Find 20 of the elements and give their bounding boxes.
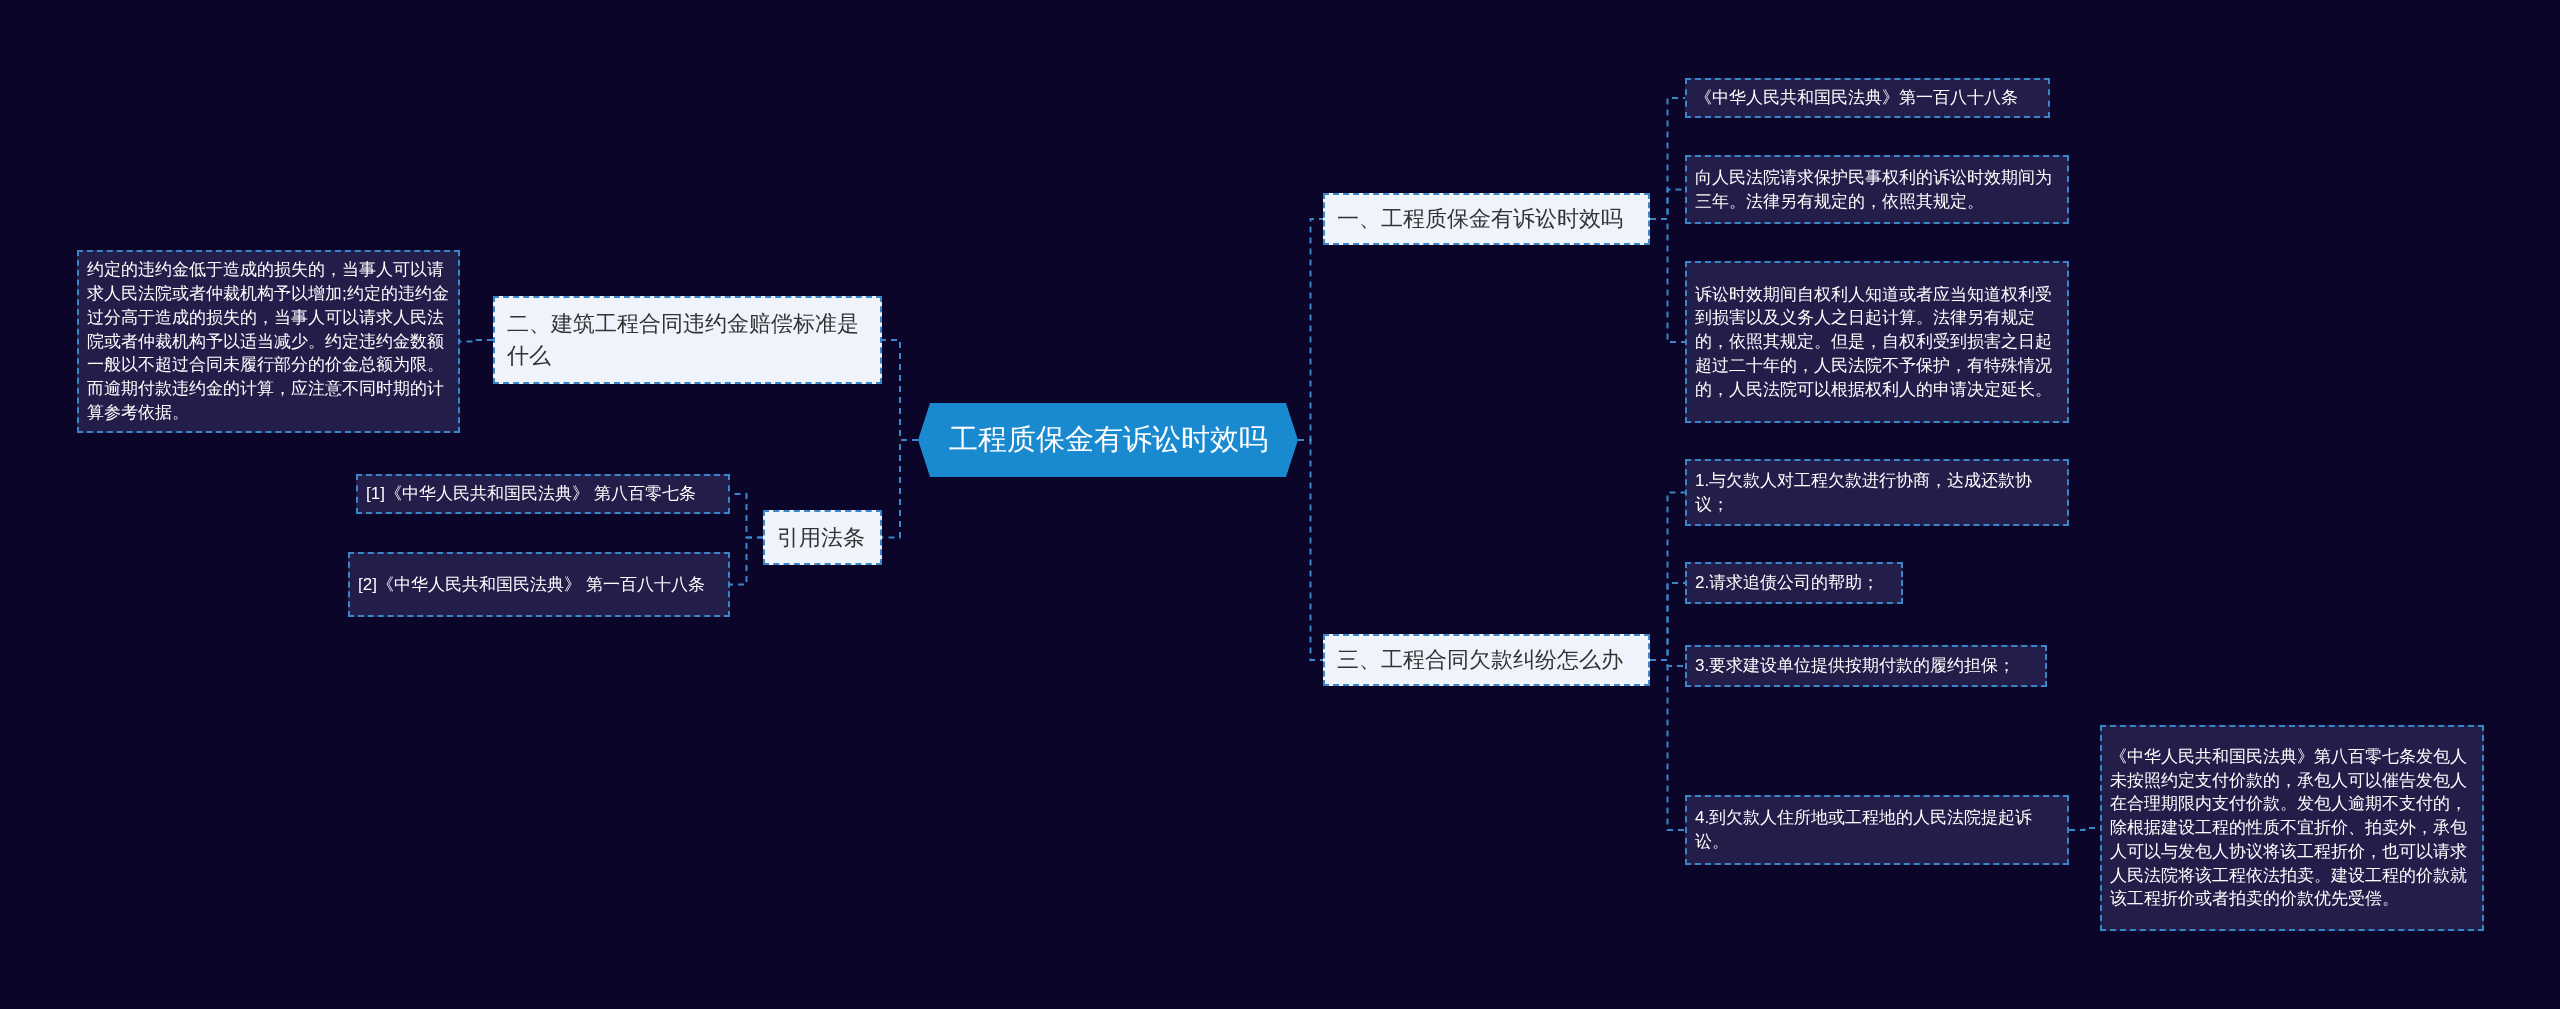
leaf-box: 2.请求追债公司的帮助；	[1685, 562, 1903, 604]
leaf-box: 约定的违约金低于造成的损失的，当事人可以请求人民法院或者仲裁机构予以增加;约定的违约金过分高于造成的损失的，当事人可以请求人民法院或者仲裁机构予以适当减少。约定违约金数额一般以不超过合同未履行部分的价金总额为限。而逾期付款违约金的计算，应注意不同时期的计算参考依据。	[77, 250, 460, 433]
leaf-box: 3.要求建设单位提供按期付款的履约担保；	[1685, 645, 2047, 687]
leaf-box: 《中华人民共和国民法典》第八百零七条发包人未按照约定支付价款的，承包人可以催告发包人在合理期限内支付价款。发包人逾期不支付的，除根据建设工程的性质不宜折价、拍卖外，承包人可以与发包人协议将该工程折价，也可以请求人民法院将该工程依法拍卖。建设工程的价款就该工程折价或者拍卖的价款优先受偿。	[2100, 725, 2484, 931]
branch-box: 三、工程合同欠款纠纷怎么办	[1323, 634, 1650, 686]
leaf-box: 诉讼时效期间自权利人知道或者应当知道权利受到损害以及义务人之日起计算。法律另有规定的，依照其规定。但是，自权利受到损害之日起超过二十年的，人民法院不予保护，有特殊情况的，人民法院可以根据权利人的申请决定延长。	[1685, 261, 2069, 423]
connector-line	[729, 536, 764, 586]
leaf-box: 4.到欠款人住所地或工程地的人民法院提起诉讼。	[1685, 795, 2069, 865]
branch-box: 引用法条	[763, 510, 882, 565]
leaf-box: [1]《中华人民共和国民法典》 第八百零七条	[356, 474, 730, 514]
branch-box: 一、工程质保金有诉讼时效吗	[1323, 193, 1650, 245]
branch-box: 二、建筑工程合同违约金赔偿标准是什么	[493, 296, 882, 384]
leaf-box: 向人民法院请求保护民事权利的诉讼时效期间为三年。法律另有规定的，依照其规定。	[1685, 155, 2069, 224]
topic-hexagon: 工程质保金有诉讼时效吗	[918, 403, 1298, 477]
leaf-box: 《中华人民共和国民法典》第一百八十八条	[1685, 78, 2050, 118]
leaf-box: [2]《中华人民共和国民法典》 第一百八十八条	[348, 552, 730, 617]
connector-line	[1649, 218, 1686, 343]
connector-line	[1649, 659, 1686, 831]
connector-line	[1297, 439, 1324, 661]
leaf-box: 1.与欠款人对工程欠款进行协商，达成还款协议；	[1685, 459, 2069, 526]
